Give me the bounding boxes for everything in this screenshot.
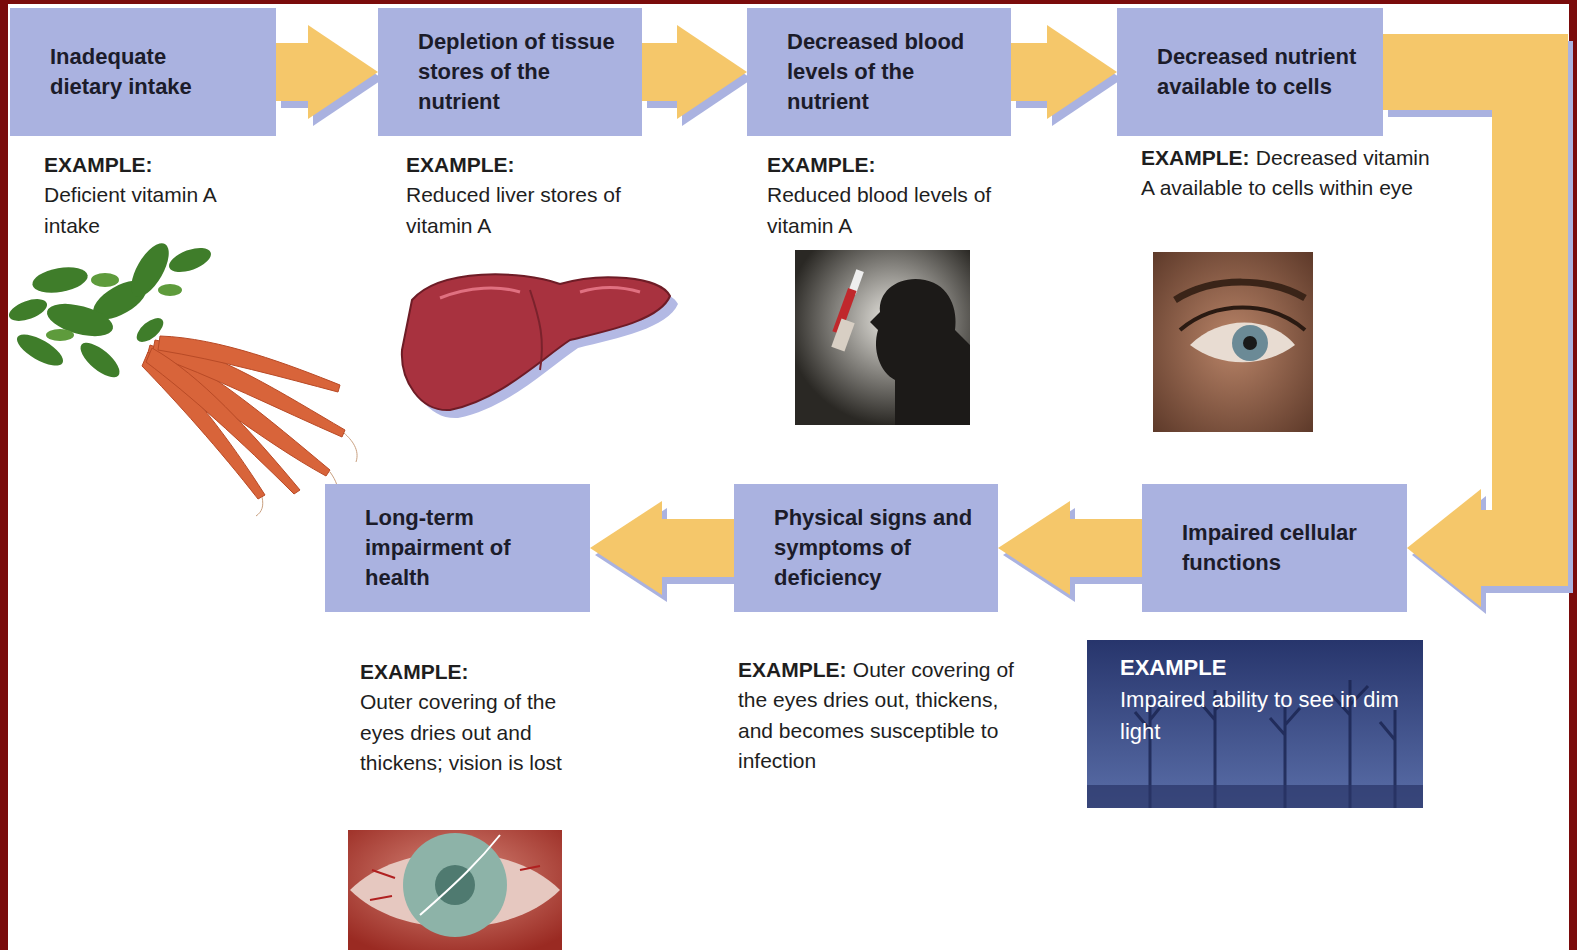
arrow-body <box>660 519 734 577</box>
box-heading: Depletion of tissue stores of the nutrie… <box>418 27 618 117</box>
arrow-head <box>590 501 662 595</box>
box-heading: Long-term impairment of health <box>365 503 535 593</box>
box-heading: Decreased nutrient available to cells <box>1157 42 1369 102</box>
arrow-shape <box>642 25 747 119</box>
flow-arrow <box>590 501 739 602</box>
arrow-head <box>1047 25 1117 119</box>
page-ground <box>8 4 1569 950</box>
example-tag: EXAMPLE: <box>406 150 666 180</box>
example-tag: EXAMPLE: <box>360 657 600 687</box>
process-box: Inadequate dietary intake <box>10 8 276 136</box>
example-tag: EXAMPLE: <box>1141 146 1250 169</box>
arrow-head <box>998 501 1070 595</box>
arrow-shape <box>1011 25 1117 119</box>
process-box: Long-term impairment of health <box>325 484 590 612</box>
arrow-body <box>1068 519 1142 577</box>
box-heading: Decreased blood levels of the nutrient <box>787 27 997 117</box>
arrow-body <box>642 43 679 101</box>
process-box: Decreased blood levels of the nutrient <box>747 8 1011 136</box>
example-tag: EXAMPLE <box>1120 652 1410 684</box>
example-note: EXAMPLEImpaired ability to see in dim li… <box>1120 652 1410 748</box>
example-text: Impaired ability to see in dim light <box>1120 684 1410 748</box>
process-box: Depletion of tissue stores of the nutrie… <box>378 8 642 136</box>
carrot-bunch <box>6 238 357 516</box>
box-heading: Impaired cellular functions <box>1182 518 1393 578</box>
damaged-eye-photo <box>348 830 562 950</box>
example-note: EXAMPLE:Outer covering of the eyes dries… <box>360 657 600 779</box>
flow-arrow <box>998 501 1147 602</box>
example-note: EXAMPLE:Outer covering of the eyes dries… <box>738 655 1038 777</box>
arrow-shape <box>276 25 378 119</box>
flow-arrow <box>1011 25 1122 126</box>
example-note: EXAMPLE:Decreased vitamin A available to… <box>1141 143 1431 204</box>
example-text: Reduced liver stores of vitamin A <box>406 180 666 241</box>
example-text: Deficient vitamin A intake <box>44 180 264 241</box>
example-tag: EXAMPLE: <box>767 150 1037 180</box>
example-note: EXAMPLE:Deficient vitamin A intake <box>44 150 264 241</box>
arrow-body <box>276 43 310 101</box>
box-heading: Inadequate dietary intake <box>50 42 240 102</box>
arrow-shape <box>590 501 734 595</box>
example-tag: EXAMPLE: <box>738 658 847 681</box>
arrow-head <box>1407 489 1481 607</box>
box-heading: Physical signs and symptoms of deficienc… <box>774 503 974 593</box>
liver-illustration <box>402 274 678 418</box>
arrow-body <box>1383 72 1530 548</box>
example-text: Reduced blood levels of vitamin A <box>767 180 1037 241</box>
example-note: EXAMPLE:Reduced liver stores of vitamin … <box>406 150 666 241</box>
blood-test-photo <box>795 250 970 425</box>
dim-light-panel <box>1087 640 1423 808</box>
process-box: Impaired cellular functions <box>1142 484 1407 612</box>
flow-arrow <box>642 25 752 126</box>
example-text: Outer covering of the eyes dries out and… <box>360 687 600 778</box>
arrow-shape <box>998 501 1142 595</box>
arrow-head <box>677 25 747 119</box>
eye-photo <box>1153 252 1313 432</box>
arrow-head <box>308 25 378 119</box>
arrow-body <box>1011 43 1049 101</box>
example-tag: EXAMPLE: <box>44 150 264 180</box>
process-box: Physical signs and symptoms of deficienc… <box>734 484 998 612</box>
example-note: EXAMPLE:Reduced blood levels of vitamin … <box>767 150 1037 241</box>
process-box: Decreased nutrient available to cells <box>1117 8 1383 136</box>
flow-arrow <box>276 25 383 126</box>
